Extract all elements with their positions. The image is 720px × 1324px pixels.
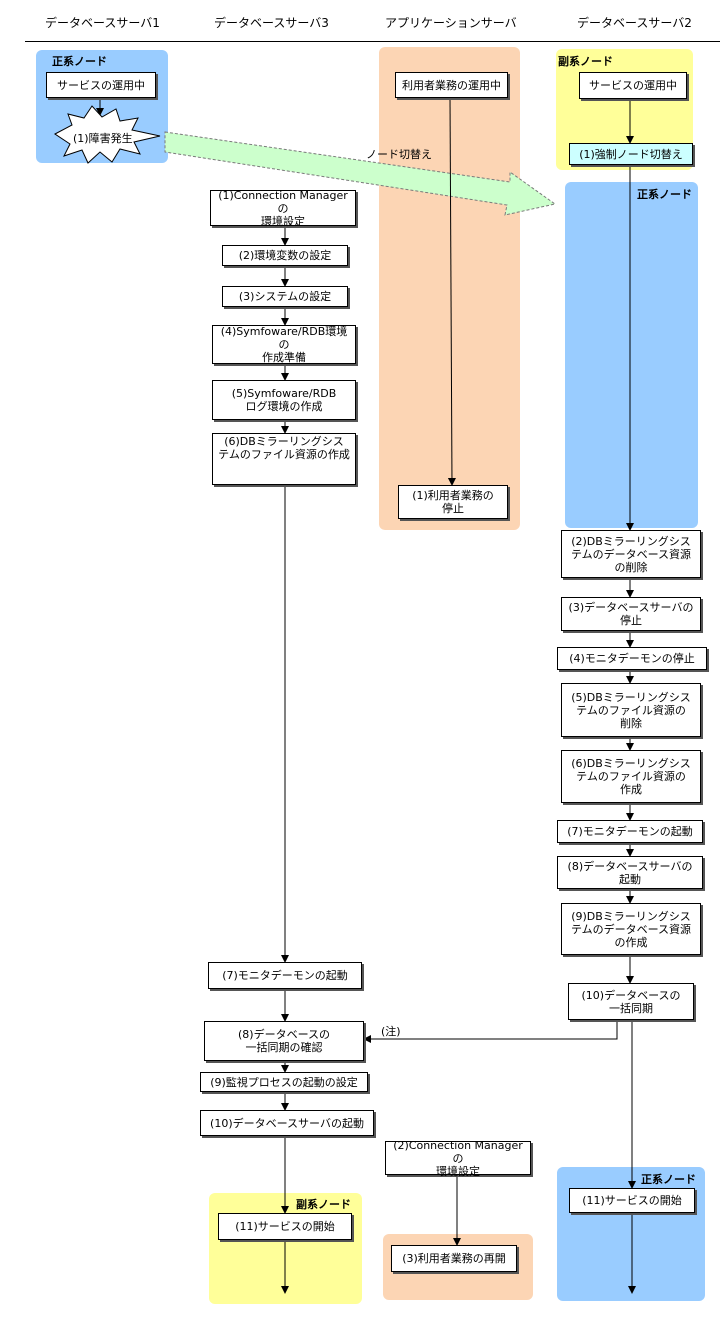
db2-primary-label: 正系ノード: [637, 188, 692, 201]
db2-step-2: (2)DBミラーリングシス テムのデータベース資源 の削除: [561, 530, 701, 578]
header-divider: [25, 41, 720, 42]
db2-step-9: (9)DBミラーリングシス テムのデータベース資源 の作成: [561, 903, 701, 955]
db3-step-2: (2)環境変数の設定: [222, 245, 348, 266]
db3-step-9: (9)監視プロセスの起動の設定: [200, 1072, 368, 1092]
db2-step-8: (8)データベースサーバの 起動: [557, 856, 703, 889]
db3-step-5: (5)Symfoware/RDB ログ環境の作成: [212, 380, 356, 420]
app-running-box: 利用者業務の運用中: [395, 72, 508, 98]
db1-primary-label: 正系ノード: [52, 55, 107, 68]
failure-burst-shape: [54, 105, 161, 164]
db2-primary-region: [565, 182, 698, 528]
db2-primary-end-label: 正系ノード: [641, 1173, 696, 1186]
db3-step-6: (6)DBミラーリングシス テムのファイル資源の作成: [212, 433, 356, 485]
db2-step-10: (10)データベースの 一括同期: [568, 983, 694, 1020]
db2-step-6: (6)DBミラーリングシス テムのファイル資源の 作成: [561, 750, 701, 803]
db2-step-3: (3)データベースサーバの 停止: [561, 597, 701, 631]
app-region-top: [379, 47, 520, 530]
db2-step-7: (7)モニタデーモンの起動: [557, 820, 703, 843]
app-step-1: (1)利用者業務の 停止: [398, 485, 508, 519]
column-header-app: アプリケーションサーバ: [385, 16, 517, 30]
db3-step-3: (3)システムの設定: [222, 286, 348, 307]
db3-step-10: (10)データベースサーバの起動: [200, 1110, 374, 1136]
db3-step-1: (1)Connection Managerの 環境設定: [210, 189, 356, 228]
db2-service-running-box: サービスの運用中: [579, 72, 687, 99]
db2-step-11: (11)サービスの開始: [569, 1188, 695, 1213]
db2-step-4: (4)モニタデーモンの停止: [557, 647, 707, 670]
db3-secondary-label: 副系ノード: [296, 1198, 351, 1211]
db3-step-11: (11)サービスの開始: [218, 1213, 352, 1240]
column-header-db1: データベースサーバ1: [45, 16, 160, 30]
column-header-db3: データベースサーバ3: [214, 16, 329, 30]
db3-step-8: (8)データベースの 一括同期の確認: [204, 1021, 364, 1061]
app-step-3: (3)利用者業務の再開: [391, 1245, 517, 1272]
db2-secondary-label: 副系ノード: [558, 55, 613, 68]
node-switch-arrow: [164, 131, 557, 216]
db2-step-5: (5)DBミラーリングシス テムのファイル資源の 削除: [561, 683, 701, 737]
app-step-2: (2)Connection Managerの 環境設定: [385, 1139, 531, 1178]
db1-service-running-box: サービスの運用中: [46, 72, 156, 98]
db2-step-1: (1)強制ノード切替え: [569, 143, 693, 165]
db3-step-7: (7)モニタデーモンの起動: [208, 962, 362, 989]
node-switch-label: ノード切替え: [366, 148, 432, 161]
sync-note: (注): [381, 1025, 401, 1038]
column-header-db2: データベースサーバ2: [577, 16, 692, 30]
db1-failure-label: (1)障害発生: [73, 132, 133, 145]
db3-step-4: (4)Symfoware/RDB環境の 作成準備: [212, 325, 356, 364]
